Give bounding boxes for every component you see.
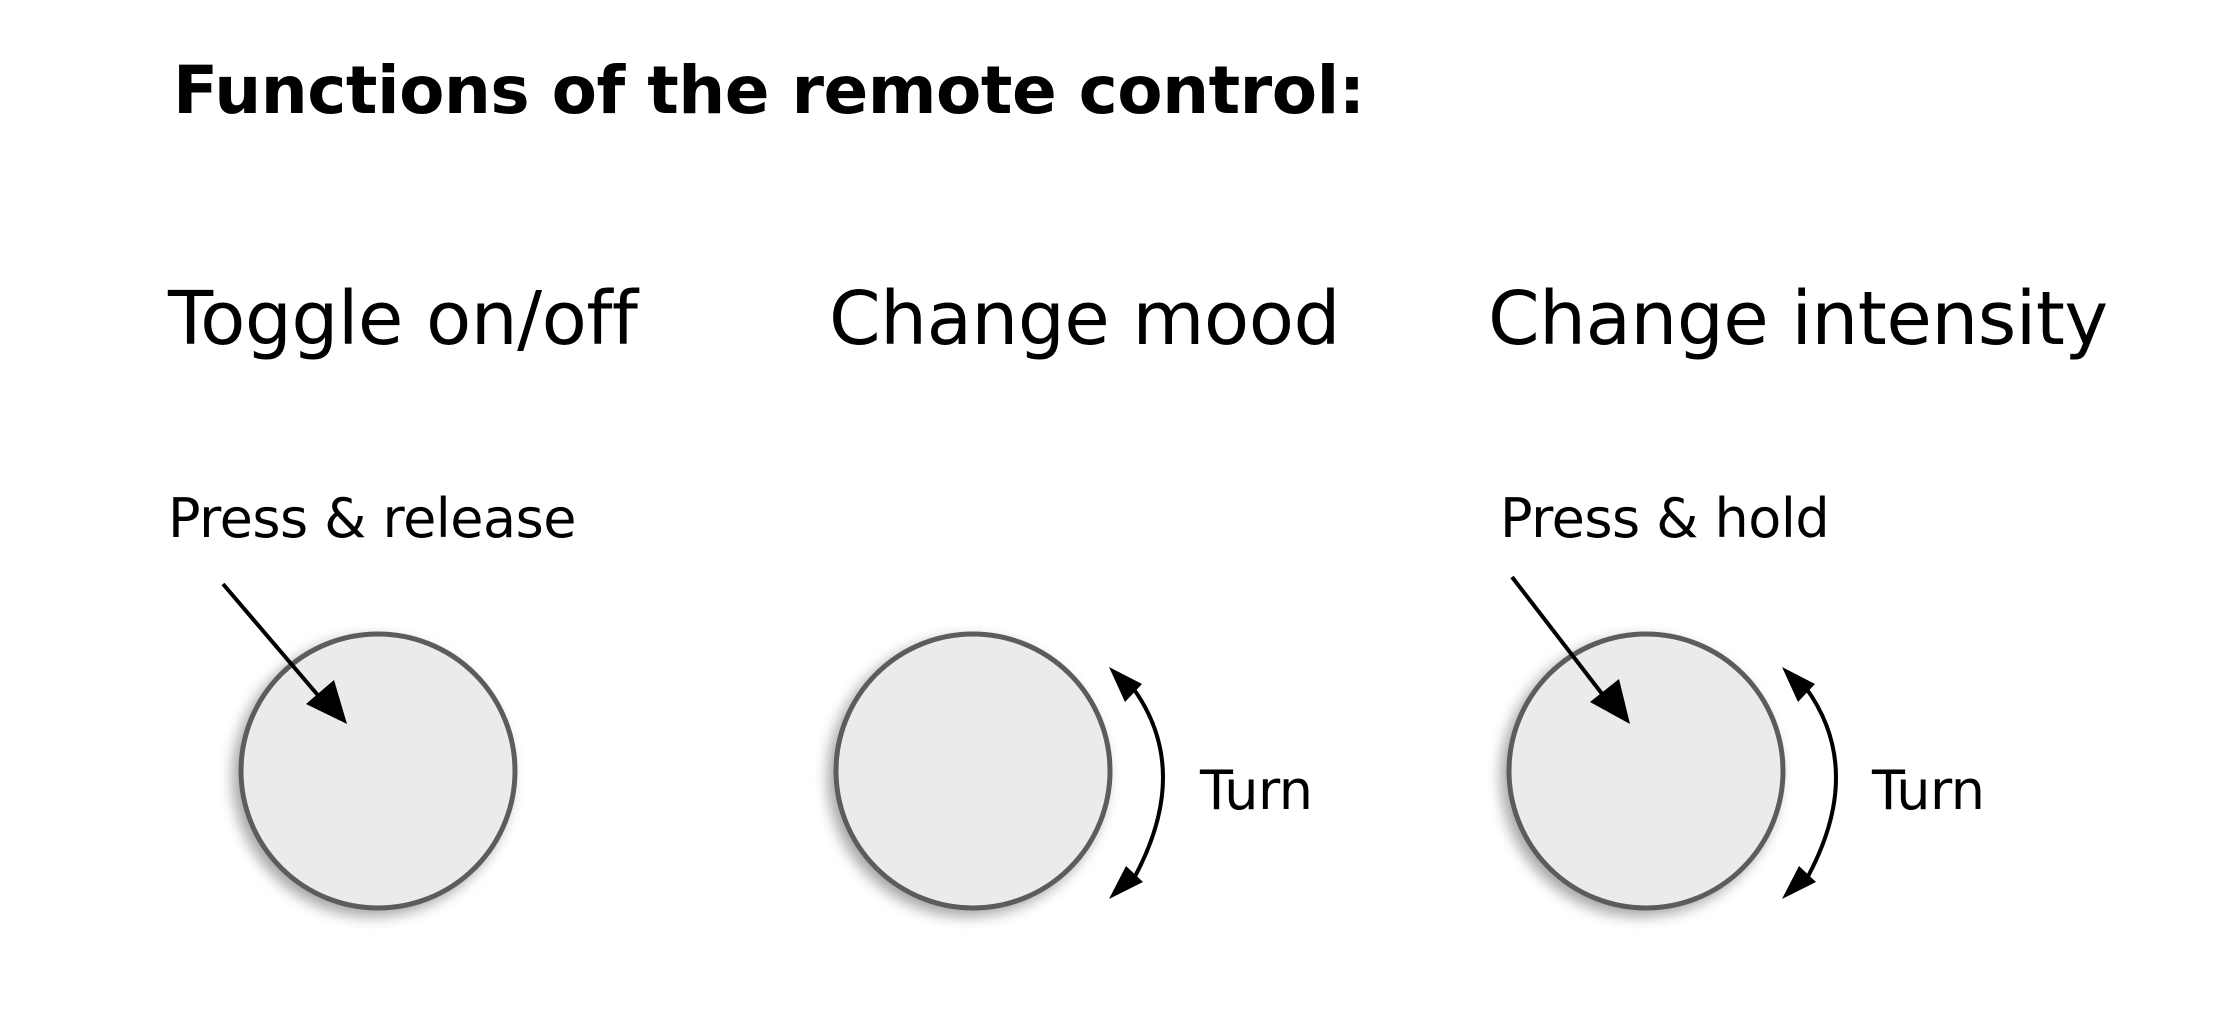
- caption-press-release: Press & release: [168, 487, 576, 550]
- function-heading-toggle: Toggle on/off: [168, 276, 638, 362]
- turn-label-intensity: Turn: [1872, 759, 1985, 822]
- rotate-arrow-icon: [1109, 667, 1165, 899]
- turn-label-mood: Turn: [1200, 759, 1313, 822]
- press-arrow-icon: [221, 582, 347, 724]
- caption-press-hold: Press & hold: [1500, 487, 1830, 550]
- function-heading-intensity: Change intensity: [1488, 276, 2108, 362]
- rotate-arrow-icon: [1782, 667, 1838, 899]
- remote-knob-icon: [1506, 631, 1786, 911]
- remote-knob-icon: [833, 631, 1113, 911]
- remote-knob-icon: [238, 631, 518, 911]
- press-arrow-icon: [1510, 575, 1630, 724]
- function-heading-mood: Change mood: [829, 276, 1340, 362]
- page-title: Functions of the remote control:: [173, 52, 1365, 129]
